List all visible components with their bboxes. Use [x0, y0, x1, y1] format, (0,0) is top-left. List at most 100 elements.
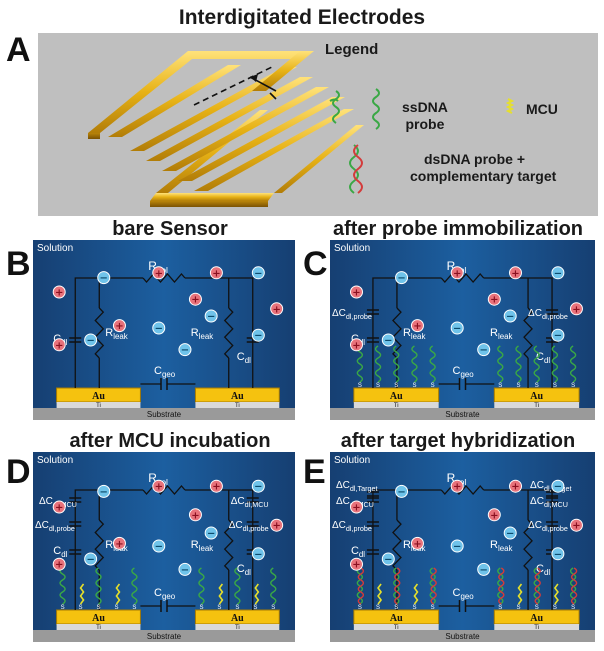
dc-probe-label-right: ΔCdl,probe	[528, 520, 568, 533]
anion-icon: −	[204, 309, 218, 323]
panel-letter-e: E	[303, 453, 326, 491]
solution-resistor	[142, 273, 186, 283]
c-geo-label: Cgeo	[154, 587, 176, 601]
anion-icon: −	[551, 266, 565, 280]
solution-label: Solution	[37, 243, 73, 254]
sulfur-label: S	[376, 605, 380, 611]
c-geo-label: Cgeo	[453, 365, 475, 379]
substrate-label: Substrate	[147, 410, 182, 419]
r-leak-label-left: Rleak	[105, 327, 128, 341]
ds-strand	[533, 567, 541, 605]
legend-title: Legend	[325, 41, 379, 58]
au-label: Au	[390, 391, 403, 402]
svg-text:+: +	[352, 288, 360, 299]
substrate-layer	[330, 408, 595, 420]
dc-mcu-label-right: ΔCdl,MCU	[530, 496, 568, 509]
mcu-icon	[505, 98, 515, 114]
sulfur-label: S	[394, 605, 398, 611]
ti-layer-left	[56, 624, 141, 630]
cation-icon: +	[52, 285, 66, 299]
anion-icon: −	[551, 328, 565, 342]
ti-label: Ti	[235, 625, 240, 631]
ss-strand	[270, 567, 277, 605]
svg-text:−: −	[453, 542, 461, 553]
sulfur-label: S	[571, 383, 575, 389]
gap-dimension-arrow	[193, 66, 277, 106]
panel-e-title: after target hybridization	[340, 430, 576, 452]
svg-text:+: +	[55, 340, 63, 351]
cation-icon: +	[188, 508, 202, 522]
sulfur-label: S	[376, 383, 380, 389]
anion-icon: −	[251, 266, 265, 280]
sulfur-label: S	[517, 605, 521, 611]
svg-text:−: −	[384, 336, 392, 347]
panel-b-bare-sensor: SolutionSubstrateAuTiAuTiRsolRleakRleakC…	[33, 240, 295, 420]
sulfur-label: S	[498, 383, 502, 389]
dc-target-label-left: ΔCdl,Target	[336, 480, 377, 493]
mcu-strand	[218, 583, 224, 605]
dc-probe-label-right: ΔCdl,probe	[229, 520, 269, 533]
dc-mcu-label-right: ΔCdl,MCU	[231, 496, 269, 509]
sulfur-label: S	[132, 605, 136, 611]
au-label: Au	[92, 613, 105, 624]
anion-icon: −	[503, 309, 517, 323]
svg-text:−: −	[554, 482, 562, 493]
legend-ssdna-line1: ssDNA	[402, 99, 448, 115]
panel-letter-b: B	[6, 245, 31, 283]
legend-ssdna-label: ssDNA probe	[402, 99, 448, 133]
mcu-strand	[254, 583, 260, 605]
svg-text:+: +	[55, 503, 63, 514]
solution-resistor	[440, 273, 485, 283]
au-label: Au	[530, 391, 543, 402]
ss-strand	[497, 345, 504, 383]
ss-strand	[198, 567, 205, 605]
cation-icon: +	[112, 536, 126, 550]
c-dl-label-left: Cdl	[53, 545, 67, 559]
svg-text:−: −	[480, 565, 488, 576]
substrate-layer	[33, 630, 295, 642]
ss-strand	[411, 345, 418, 383]
svg-text:−: −	[181, 565, 189, 576]
panel-d-mcu-incubation: SolutionSubstrateAuTiAuTiRsolRleakRleakC…	[33, 452, 295, 642]
cation-icon: +	[450, 266, 464, 280]
ti-label: Ti	[394, 625, 399, 631]
svg-text:+: +	[413, 539, 421, 550]
panel-letter-d: D	[6, 453, 31, 491]
svg-text:−: −	[480, 345, 488, 356]
svg-text:+: +	[212, 482, 220, 493]
svg-text:+: +	[572, 304, 580, 315]
anion-icon: −	[97, 484, 111, 498]
ss-strand	[131, 567, 138, 605]
panel-letter-a: A	[6, 31, 31, 69]
panel-e-target-hybridization: SolutionSubstrateAuTiAuTiRsolRleakRleakC…	[330, 452, 595, 642]
cation-icon: +	[350, 338, 363, 352]
anion-icon: −	[381, 333, 395, 347]
cation-icon: +	[487, 508, 501, 522]
cation-icon: +	[350, 285, 363, 299]
svg-text:+: +	[272, 521, 280, 532]
cation-icon: +	[152, 479, 166, 493]
svg-text:+: +	[453, 482, 461, 493]
circuit-wire	[184, 489, 254, 610]
svg-text:−: −	[100, 273, 108, 284]
mcu-strand	[517, 583, 523, 605]
sulfur-label: S	[199, 605, 203, 611]
ss-strand	[95, 567, 102, 605]
anion-icon: −	[551, 547, 565, 561]
anion-icon: −	[204, 526, 218, 540]
cation-icon: +	[410, 319, 424, 332]
svg-text:−: −	[181, 345, 189, 356]
cation-icon: +	[52, 500, 66, 514]
ti-label: Ti	[96, 625, 101, 631]
ti-label: Ti	[96, 403, 101, 409]
sulfur-label: S	[412, 605, 416, 611]
ss-strand	[569, 345, 577, 383]
panel-b-title: bare Sensor	[112, 218, 228, 240]
svg-text:+: +	[572, 521, 580, 532]
cation-icon: +	[270, 518, 284, 532]
sulfur-label: S	[114, 605, 118, 611]
cation-icon: +	[569, 518, 583, 532]
substrate-label: Substrate	[445, 410, 480, 419]
circuit-wire	[372, 277, 442, 388]
cation-icon: +	[487, 292, 501, 306]
